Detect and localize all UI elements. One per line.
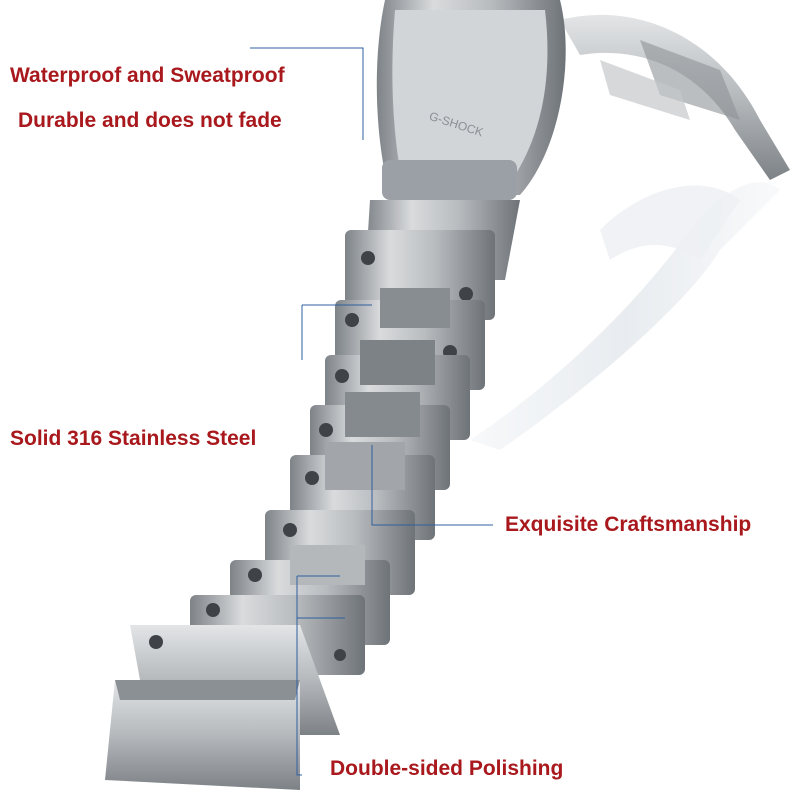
leader-line-waterproof bbox=[250, 47, 364, 140]
leader-line-polishing bbox=[296, 576, 302, 776]
feature-label-polishing: Double-sided Polishing bbox=[330, 757, 564, 780]
display-stand bbox=[470, 182, 780, 450]
callout-leader-lines bbox=[250, 47, 493, 776]
bracelet-links bbox=[105, 200, 520, 790]
bracelet-clasp: G-SHOCK bbox=[376, 0, 566, 200]
bracelet-far-strap bbox=[560, 14, 790, 180]
feature-label-steel: Solid 316 Stainless Steel bbox=[10, 427, 257, 450]
leader-line-craftsmanship bbox=[371, 445, 493, 526]
feature-label-craftsmanship: Exquisite Craftsmanship bbox=[505, 513, 752, 536]
feature-label-durable: Durable and does not fade bbox=[18, 109, 282, 132]
feature-label-waterproof: Waterproof and Sweatproof bbox=[10, 64, 285, 87]
